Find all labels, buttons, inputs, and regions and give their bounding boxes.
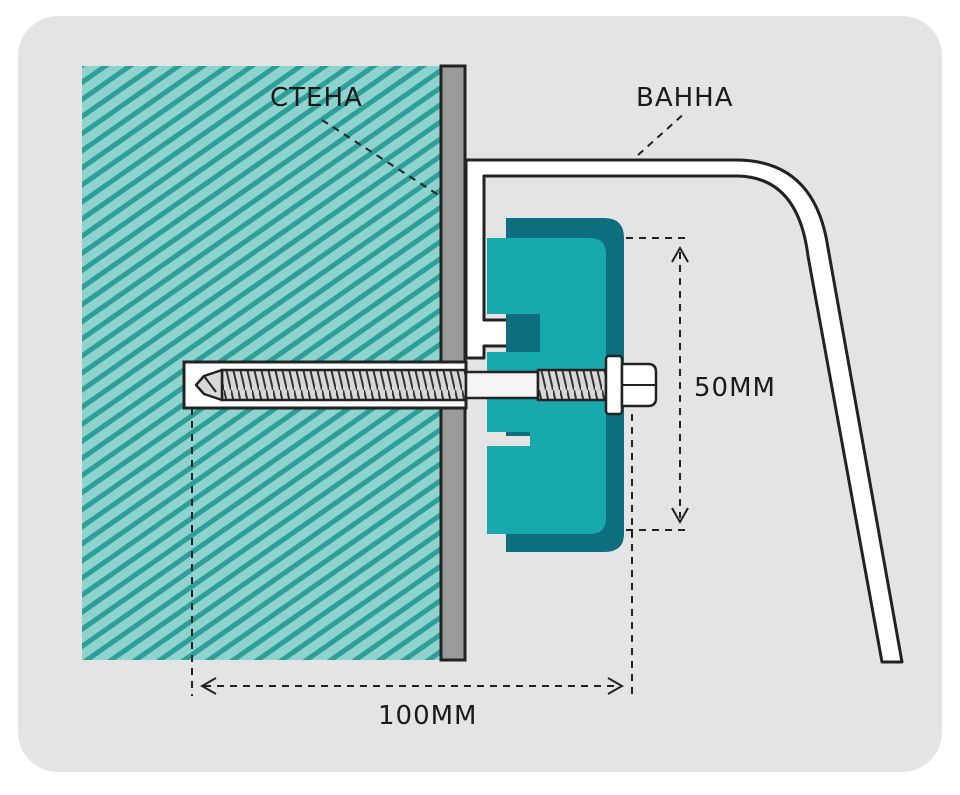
height-dimension-label: 50ММ — [694, 373, 776, 403]
height-arrow-top — [671, 245, 689, 263]
bathtub-edge-profile — [464, 158, 904, 664]
length-arrow-right — [607, 677, 625, 695]
bolt-shank — [464, 370, 540, 400]
height-arrow-bottom — [671, 507, 689, 525]
bolt-tip-detail — [203, 375, 217, 393]
wall-label: СТЕНА — [270, 83, 363, 113]
bolt-thread-outer — [536, 368, 608, 402]
bathtub-label: ВАННА — [636, 83, 734, 113]
bathtub-leader-line — [637, 111, 687, 156]
bolt-thread-wall — [220, 368, 468, 402]
bolt-washer — [604, 354, 624, 416]
length-arrow-left — [199, 677, 217, 695]
length-dimension-label: 100ММ — [378, 701, 478, 731]
wall-leader-line — [321, 119, 441, 197]
bolt-tip — [194, 368, 224, 402]
